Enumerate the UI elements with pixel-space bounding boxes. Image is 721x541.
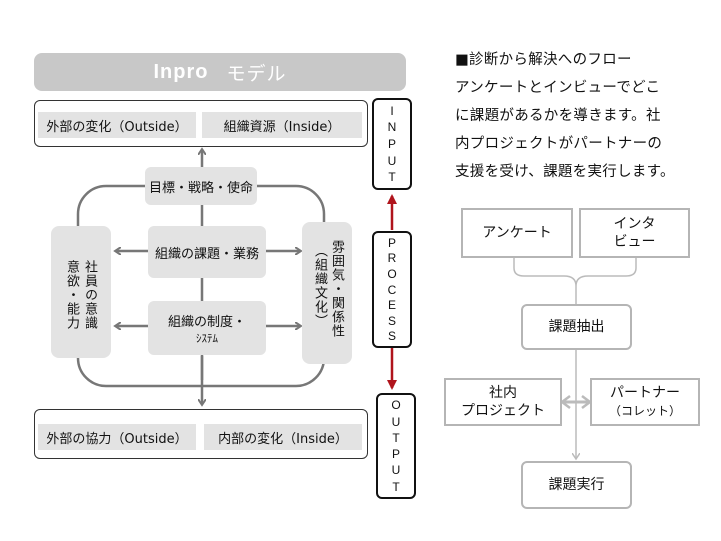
- description-block: ■診断から解決へのフロー アンケートとインビューでどこ に課題があるかを導きます…: [455, 46, 717, 186]
- description-heading: ■診断から解決へのフロー: [455, 52, 632, 68]
- io-letter: T: [388, 170, 396, 185]
- right-line1: 雰囲気・関係性: [329, 240, 344, 338]
- left-line1: 社員の意識: [82, 260, 97, 330]
- flow-bracket: [513, 258, 637, 287]
- system-box: 組織の制度・ ｼｽﾃﾑ: [148, 301, 266, 355]
- io-letter: P: [391, 447, 400, 462]
- io-letter: T: [392, 479, 400, 494]
- flow-double-arrow-left-head: [559, 395, 571, 409]
- system-line2: ｼｽﾃﾑ: [196, 331, 218, 345]
- io-letter: S: [387, 313, 396, 328]
- chip-inside-resources: 組織資源（Inside）: [202, 112, 362, 138]
- model-title-bar: Inpro モデル: [34, 53, 406, 91]
- project-line1: 社内: [489, 385, 517, 401]
- interview-line1: インタ: [613, 216, 656, 232]
- io-letter: E: [387, 298, 396, 313]
- system-line1: 組織の制度・: [167, 314, 246, 330]
- issues-box: 組織の課題・業務: [148, 226, 266, 278]
- model-title: Inpro: [153, 60, 209, 83]
- flow-execute-box: 課題実行: [521, 461, 632, 509]
- io-letter: I: [390, 103, 394, 118]
- interview-line2: ビュー: [613, 234, 656, 250]
- right-line2: （組織文化）: [312, 244, 327, 328]
- flow-survey-box: アンケート: [461, 208, 573, 258]
- flow-extract-box: 課題抽出: [521, 304, 632, 350]
- io-letter: N: [387, 120, 397, 135]
- goals-box: 目標・戦略・使命: [145, 167, 257, 205]
- io-letter: P: [387, 136, 396, 151]
- flow-interview-box: インタ ビュー: [579, 208, 690, 258]
- io-letter: S: [387, 329, 396, 344]
- left-line2: 意欲・能力: [64, 260, 79, 330]
- atmosphere-box: 雰囲気・関係性 （組織文化）: [302, 222, 352, 364]
- description-line: 内プロジェクトがパートナーの: [455, 136, 663, 152]
- io-letter: O: [391, 398, 401, 413]
- flow-partner-box: パートナー （コレット）: [590, 378, 700, 426]
- project-line2: プロジェクト: [461, 403, 545, 419]
- description-line: 支援を受け、課題を実行します。: [455, 164, 675, 180]
- partner-line2: （コレット）: [608, 404, 681, 418]
- model-subtitle: モデル: [226, 63, 287, 85]
- employee-awareness-box: 社員の意識 意欲・能力: [51, 226, 111, 358]
- partner-line1: パートナー: [610, 385, 680, 401]
- io-letter: U: [391, 463, 401, 478]
- chip-outside-change: 外部の変化（Outside）: [38, 112, 196, 138]
- io-letter: O: [387, 266, 397, 281]
- io-letter: U: [391, 414, 401, 429]
- description-line: に課題があるかを導きます。社: [455, 108, 661, 124]
- io-letter: T: [392, 430, 400, 445]
- flow-project-box: 社内 プロジェクト: [444, 378, 562, 426]
- description-line: アンケートとインビューでどこ: [455, 80, 661, 96]
- io-letter: P: [387, 235, 396, 250]
- chip-inside-change: 内部の変化（Inside）: [204, 424, 362, 450]
- io-letter: U: [387, 153, 397, 168]
- chip-outside-cooperation: 外部の協力（Outside）: [38, 424, 196, 450]
- io-letter: R: [387, 251, 397, 266]
- io-letter: C: [387, 282, 397, 297]
